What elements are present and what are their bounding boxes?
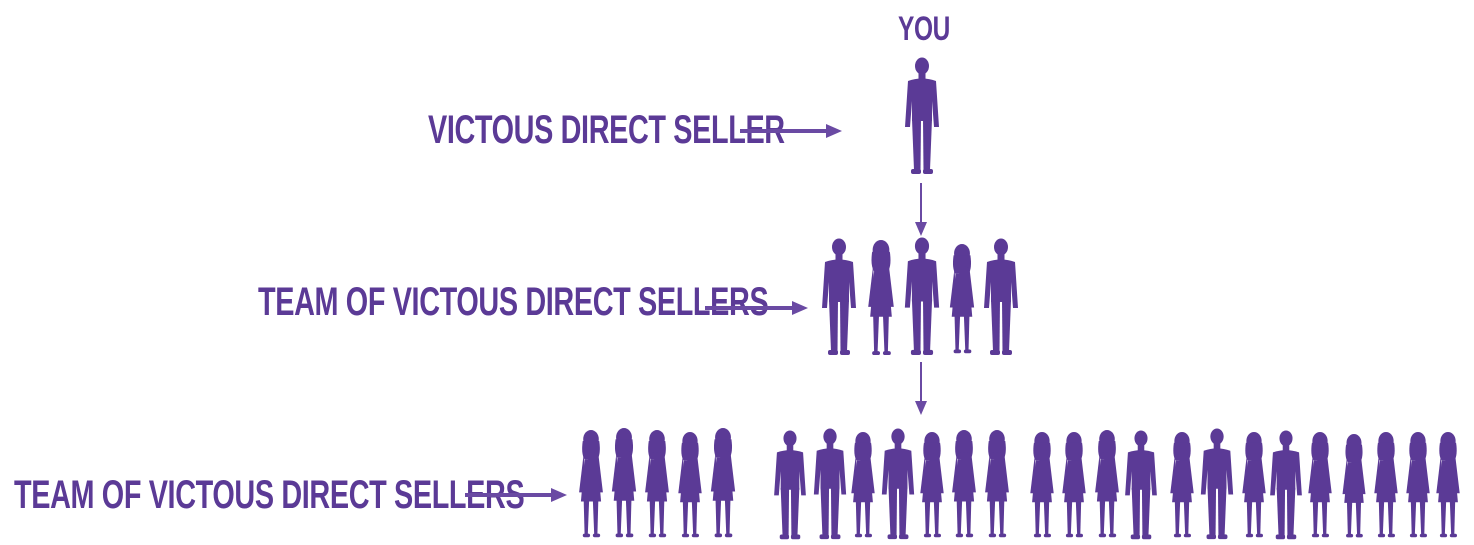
you-label: YOU (898, 10, 950, 48)
level-3-label: TEAM OF VICTOUS DIRECT SELLERS (14, 473, 525, 517)
level-1-label: VICTOUS DIRECT SELLER (428, 108, 785, 152)
level-2-label: TEAM OF VICTOUS DIRECT SELLERS (258, 280, 769, 324)
label-arrows (465, 124, 842, 502)
team-figures-level-3 (579, 428, 1460, 540)
down-arrows (915, 183, 927, 415)
team-figures-level-2 (822, 237, 1018, 356)
seller-figure (905, 57, 939, 174)
